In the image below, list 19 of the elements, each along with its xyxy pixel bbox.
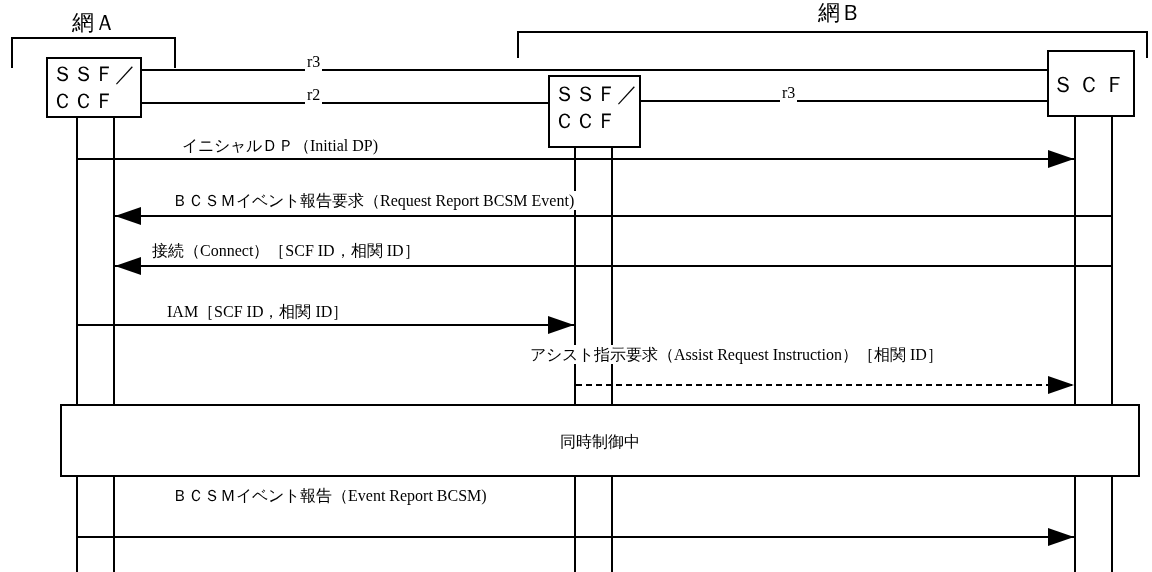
arrow — [114, 257, 1112, 275]
arrow — [575, 376, 1075, 394]
edge-label: イニシャルＤＰ（Initial DP) — [180, 136, 380, 156]
arrow — [114, 207, 1112, 225]
entity-label: 同時制御中 — [559, 432, 641, 452]
entity-box — [1047, 50, 1135, 117]
entity-label: ＳＳＦ／ＣＣＦ — [553, 81, 639, 136]
entity-label: ＳＣＦ — [1051, 71, 1131, 99]
network-label: 網Ｂ — [818, 2, 862, 24]
entity-label: ＳＳＦ／ＣＣＦ — [51, 61, 137, 116]
connection-line — [640, 100, 1048, 102]
connection-line — [141, 69, 1048, 71]
arrow — [77, 316, 575, 334]
state-band — [60, 404, 1140, 477]
connection-line — [141, 102, 549, 104]
arrow — [77, 150, 1075, 168]
entity-box — [548, 75, 641, 148]
arrow — [77, 528, 1075, 546]
network-label: 網Ａ — [72, 12, 116, 34]
